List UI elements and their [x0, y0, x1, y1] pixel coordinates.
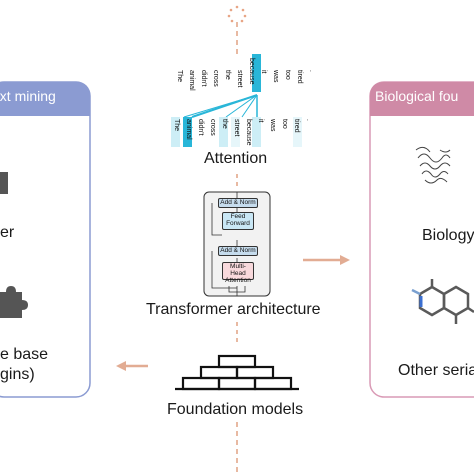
- attention-highlight-it: [252, 117, 261, 147]
- right-arrow: [303, 255, 350, 265]
- attention-word-top: tired: [296, 70, 303, 84]
- transformer-label: Transformer architecture: [146, 301, 321, 318]
- attention-word-bottom: The: [173, 119, 180, 132]
- attention-word-bottom: it: [257, 119, 264, 123]
- puzzle-icon: [0, 286, 28, 318]
- attention-label: Attention: [204, 150, 268, 167]
- attention-word-top: was: [272, 70, 279, 83]
- attention-word-bottom: cross: [209, 119, 216, 136]
- foundation-label: Foundation models: [167, 401, 304, 418]
- attention-word-bottom: the: [221, 119, 228, 129]
- attention-highlight-street: [231, 117, 240, 147]
- feed-forward-box: Feed Forward: [222, 212, 254, 230]
- document-icon: [0, 172, 8, 194]
- right-panel-item2: Other seria: [398, 362, 474, 379]
- add-norm-bottom-box: Add & Norm: [218, 246, 258, 256]
- right-panel-item1: Biologу: [422, 227, 474, 244]
- attention-word-bottom: .: [305, 119, 312, 121]
- right-panel-title: Biological fou: [375, 88, 459, 104]
- attention-word-top: it: [260, 70, 267, 74]
- attention-word-top: because: [248, 58, 255, 85]
- attention-highlight-the2: [219, 117, 228, 147]
- attention-word-bottom: because: [245, 119, 252, 146]
- brick-wall-icon: [175, 354, 299, 391]
- molecule-icon: [411, 279, 474, 324]
- attention-word-bottom: didn't: [197, 119, 204, 136]
- attention-word-top: animal: [188, 70, 195, 91]
- add-norm-top-box: Add & Norm: [218, 198, 258, 208]
- attention-word-bottom: animal: [185, 119, 192, 140]
- attention-word-top: cross: [212, 70, 219, 87]
- attention-word-bottom: was: [269, 119, 276, 132]
- protein-icon: [415, 146, 451, 184]
- attention-word-top: the: [224, 70, 231, 80]
- left-panel-item1: er: [0, 224, 15, 241]
- left-panel-item2-line2: gins): [0, 366, 35, 383]
- attention-word-top: .: [308, 70, 315, 72]
- attention-word-top: The: [176, 70, 183, 83]
- attention-highlight-the: [171, 117, 180, 147]
- attention-word-top: street: [236, 70, 243, 88]
- spark-icon: [227, 5, 247, 23]
- left-panel-header: [0, 82, 90, 116]
- multi-head-attention-box: Multi-Head Attention: [222, 262, 254, 284]
- attention-word-top: too: [284, 70, 291, 80]
- right-panel-header: [370, 82, 474, 116]
- left-arrow: [116, 361, 148, 371]
- attention-word-top: didn't: [200, 70, 207, 87]
- attention-highlight-tired: [293, 117, 302, 147]
- left-panel-title: ext mining: [0, 88, 56, 104]
- left-panel-item2-line1: e base: [0, 346, 49, 363]
- attention-highlight-top: [252, 54, 261, 92]
- attention-highlight-animal: [183, 117, 192, 147]
- attention-word-bottom: too: [281, 119, 288, 129]
- attention-word-bottom: tired: [293, 119, 300, 133]
- attention-word-bottom: street: [233, 119, 240, 137]
- transformer-connections: [211, 192, 246, 296]
- attention-lines: [183, 94, 258, 118]
